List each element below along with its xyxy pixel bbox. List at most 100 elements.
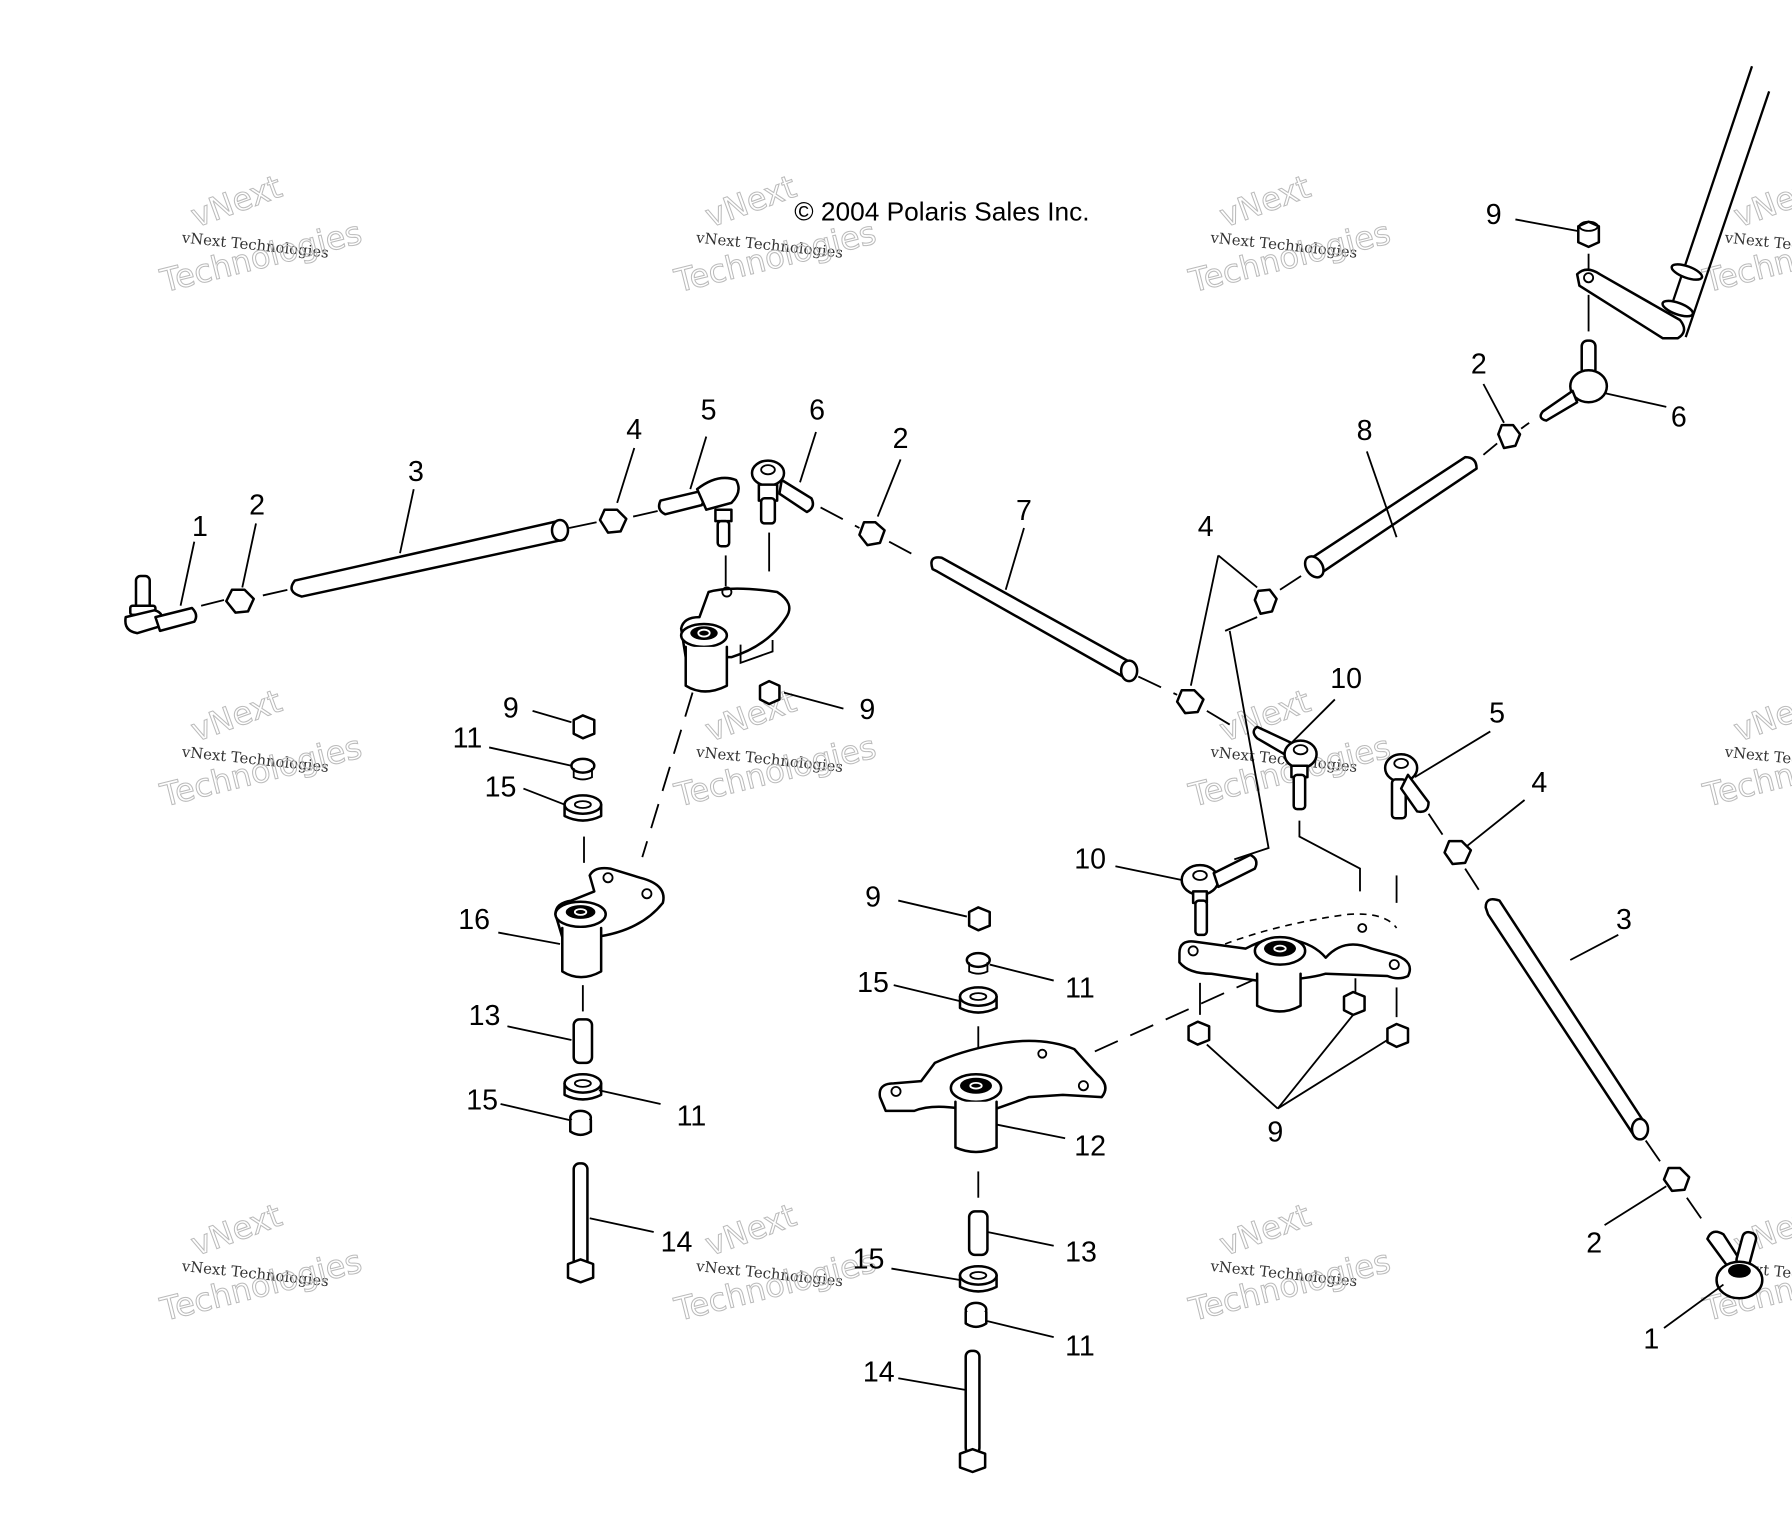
tie-rod-end-6-right	[1539, 339, 1609, 422]
callout-6[interactable]: 6	[1671, 401, 1687, 433]
callout-1[interactable]: 1	[1643, 1324, 1659, 1356]
watermark: vNext vNext Technologies Technologies	[1184, 167, 1395, 301]
callout-14[interactable]: 14	[863, 1357, 895, 1389]
nut-9-under-arm	[758, 679, 781, 706]
callout-7[interactable]: 7	[1016, 495, 1032, 527]
callout-15[interactable]: 15	[485, 772, 517, 804]
svg-text:Technologies: Technologies	[1184, 1242, 1394, 1329]
washer-15-center-top	[958, 986, 998, 1014]
tie-rod-end-5-left	[657, 476, 740, 548]
washer-15-left-bottom	[563, 1073, 603, 1101]
nut-9-right-c	[1386, 1022, 1410, 1049]
callout-4[interactable]: 4	[1198, 511, 1214, 543]
tie-rod-3-right	[1484, 898, 1650, 1141]
callout-9[interactable]: 9	[503, 693, 519, 725]
pitman-arm-upper-left	[679, 586, 791, 693]
callout-13[interactable]: 13	[469, 1000, 501, 1032]
svg-text:Technologies: Technologies	[156, 728, 366, 815]
callout-5[interactable]: 5	[701, 394, 717, 426]
tie-rod-end-10-lower	[1180, 853, 1258, 937]
callout-2[interactable]: 2	[893, 423, 909, 455]
callout-10[interactable]: 10	[1074, 844, 1106, 876]
callout-15[interactable]: 15	[853, 1244, 885, 1276]
callout-15[interactable]: 11	[677, 1101, 707, 1133]
callout-14[interactable]: 14	[661, 1226, 693, 1258]
svg-text:Technologies: Technologies	[670, 728, 880, 815]
svg-text:vNext: vNext	[186, 1196, 287, 1264]
callout-9[interactable]: 9	[1267, 1117, 1283, 1149]
washer-11-center-top	[965, 951, 991, 975]
washer-11-left-top	[570, 757, 596, 781]
callout-15[interactable]: 15	[857, 967, 889, 999]
callout-labels: 1 2 3 4 5 6 2 7 4 8 2 6 9 10 5 4 3 10 9 …	[192, 199, 1687, 1389]
callout-10[interactable]: 10	[1330, 663, 1362, 695]
spacer-13-left	[572, 1018, 594, 1065]
callout-4[interactable]: 4	[1531, 767, 1547, 799]
nut-9-top	[1577, 220, 1601, 249]
watermark: vNext vNext Technologies Technologies	[670, 1195, 881, 1329]
callout-6[interactable]: 6	[809, 394, 825, 426]
tie-rod-7	[930, 556, 1139, 683]
tie-rod-end-5-right	[1383, 753, 1430, 820]
svg-text:vNext: vNext	[186, 682, 287, 750]
nut-9-right-a	[1187, 1020, 1211, 1046]
nut-4-upper	[1253, 588, 1278, 615]
washer-15-center-bottom	[958, 1265, 998, 1293]
callout-3[interactable]: 3	[1616, 904, 1632, 936]
watermark: vNext vNext Technologies Technologies	[155, 1195, 366, 1329]
callout-9[interactable]: 9	[859, 694, 875, 726]
callout-9[interactable]: 9	[865, 881, 881, 913]
callout-8[interactable]: 8	[1357, 415, 1373, 447]
svg-text:Technologies: Technologies	[1184, 213, 1394, 300]
callout-13[interactable]: 13	[1065, 1237, 1097, 1269]
nut-2-middle	[858, 521, 886, 547]
svg-text:vNext: vNext	[700, 1196, 801, 1264]
idler-arm-12	[878, 1039, 1107, 1154]
tie-rod-end-1-right	[1706, 1230, 1764, 1300]
washer-11-left-bottom	[569, 1109, 593, 1137]
svg-text:vNext: vNext	[1729, 167, 1792, 235]
bolt-14-left	[566, 1162, 595, 1284]
pitman-arm-16	[554, 866, 665, 979]
nut-4-left	[598, 508, 628, 534]
nut-2-right	[1497, 423, 1522, 450]
callout-3[interactable]: 3	[408, 456, 424, 488]
tie-rod-3-left	[290, 518, 570, 598]
callout-11[interactable]: 11	[453, 722, 483, 754]
callout-2[interactable]: 2	[1471, 349, 1487, 381]
watermark: vNext vNext Technologies Technologies	[670, 167, 881, 301]
steering-column	[1575, 65, 1771, 340]
watermark: vNext vNext Technologies Technologies	[1184, 1195, 1395, 1329]
svg-text:Technologies: Technologies	[670, 1242, 880, 1329]
tie-rod-end-6-left	[750, 459, 815, 525]
nut-9-left-stack	[572, 714, 596, 740]
copyright-notice: © 2004 Polaris Sales Inc.	[794, 197, 1089, 227]
watermark: vNext vNext Technologies Technologies	[1698, 681, 1792, 815]
nut-2-lower-right	[1662, 1166, 1691, 1193]
callout-11[interactable]: 15	[466, 1085, 498, 1117]
callout-2[interactable]: 2	[1586, 1228, 1602, 1260]
leader-lines	[179, 218, 1724, 1391]
washer-11-center-bottom	[964, 1301, 988, 1329]
callout-11[interactable]: 11	[1065, 973, 1095, 1005]
watermark: vNext vNext Technologies Technologies	[155, 681, 366, 815]
callout-9[interactable]: 9	[1486, 199, 1502, 231]
washer-15-left-top	[563, 794, 603, 822]
watermark: vNext vNext Technologies Technologies	[1698, 167, 1792, 301]
callout-11[interactable]: 11	[1065, 1330, 1095, 1362]
svg-text:Technologies: Technologies	[156, 213, 366, 300]
tie-rod-8	[1303, 455, 1478, 579]
callout-12[interactable]: 12	[1074, 1130, 1106, 1162]
callout-4[interactable]: 4	[626, 414, 642, 446]
nut-4-right	[1443, 839, 1473, 866]
callout-5[interactable]: 5	[1489, 697, 1505, 729]
idler-plate-right	[1178, 913, 1412, 1013]
svg-text:vNext: vNext	[700, 682, 801, 750]
callout-2[interactable]: 2	[249, 489, 265, 521]
watermark: vNext vNext Technologies Technologies	[155, 167, 366, 301]
spacer-13-center	[967, 1210, 989, 1257]
callout-16[interactable]: 16	[458, 904, 490, 936]
svg-text:vNext: vNext	[1214, 1196, 1315, 1264]
callout-1[interactable]: 1	[192, 511, 208, 543]
